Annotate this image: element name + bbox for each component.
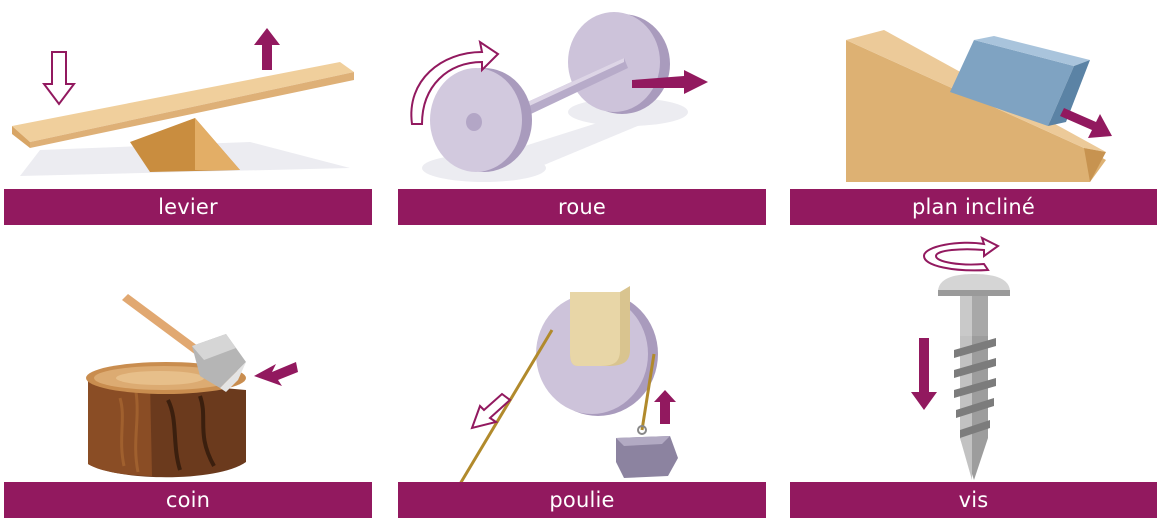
arrow-diagonal [1060,108,1112,138]
screw-icon [911,236,1010,480]
arrow-up [654,390,676,424]
wedge-axe-icon [86,294,298,478]
rotate-arrow-outline [922,236,1000,272]
machine-label: plan incliné [790,189,1157,225]
machine-label: poulie [398,482,766,518]
machine-label: coin [4,482,372,518]
machine-cell-coin: coin [0,230,380,524]
machine-cell-plan-incline: plan incliné [784,0,1163,226]
arrow-left [254,362,298,386]
machine-cell-poulie: poulie [392,230,772,524]
machine-cell-vis: vis [784,230,1163,524]
arrow-down-left-outline [470,392,512,430]
arrow-down-outline [42,51,76,106]
machine-cell-roue: roue [392,0,772,226]
machine-cell-levier: levier [0,0,380,226]
lever-icon [12,28,354,176]
machine-label: vis [790,482,1157,518]
arrow-down [911,338,937,410]
wheel-axle-icon [410,12,708,182]
pulley-icon [458,286,678,485]
rotate-arrow-outline [410,39,500,125]
machine-label: roue [398,189,766,225]
arrow-right [632,70,708,94]
arrow-up [254,28,280,70]
inclined-plane-icon [846,30,1112,182]
machine-label: levier [4,189,372,225]
